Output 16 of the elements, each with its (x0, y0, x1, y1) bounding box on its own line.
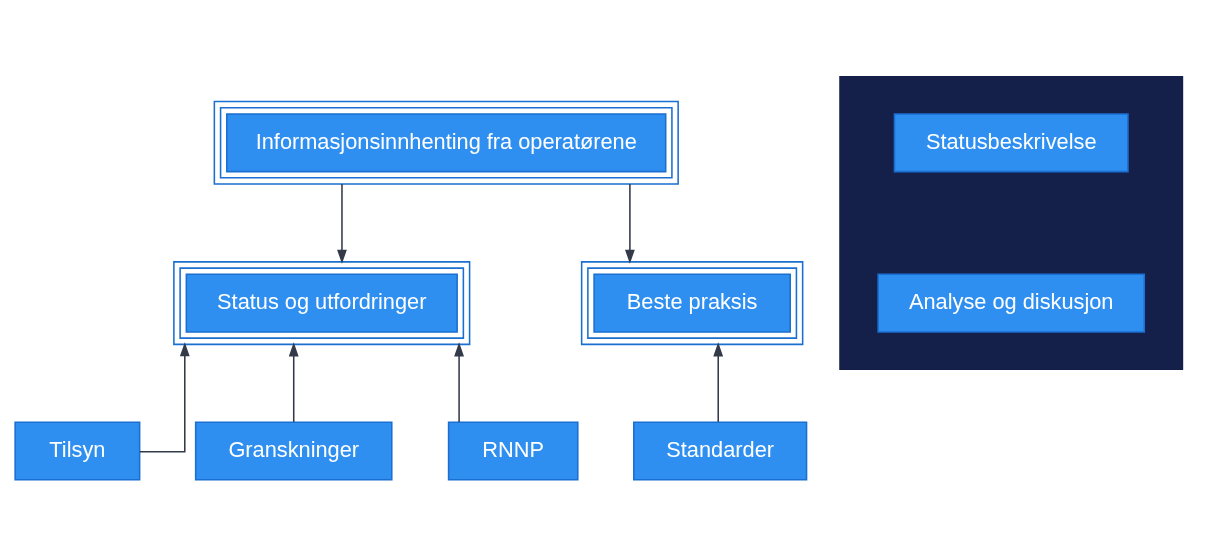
node-box: Status og utfordringer (173, 260, 471, 345)
node-box: Tilsyn (14, 420, 141, 481)
node-box: Analyse og diskusjon (877, 273, 1146, 333)
arrow (337, 182, 347, 264)
arrow (288, 341, 299, 423)
node-box: RNNP (447, 420, 579, 481)
arrow (713, 341, 724, 423)
arrow (454, 341, 464, 423)
arrow (625, 182, 635, 264)
node-box: Beste praksis (580, 260, 804, 345)
node-box: Informasjonsinnhenting fra operatørene (213, 100, 679, 185)
cluster (839, 75, 1184, 370)
arrow (139, 341, 190, 453)
node-box: Granskninger (194, 420, 393, 481)
node-box: Standarder (633, 420, 808, 481)
node-box: Statusbeskrivelse (893, 112, 1129, 172)
